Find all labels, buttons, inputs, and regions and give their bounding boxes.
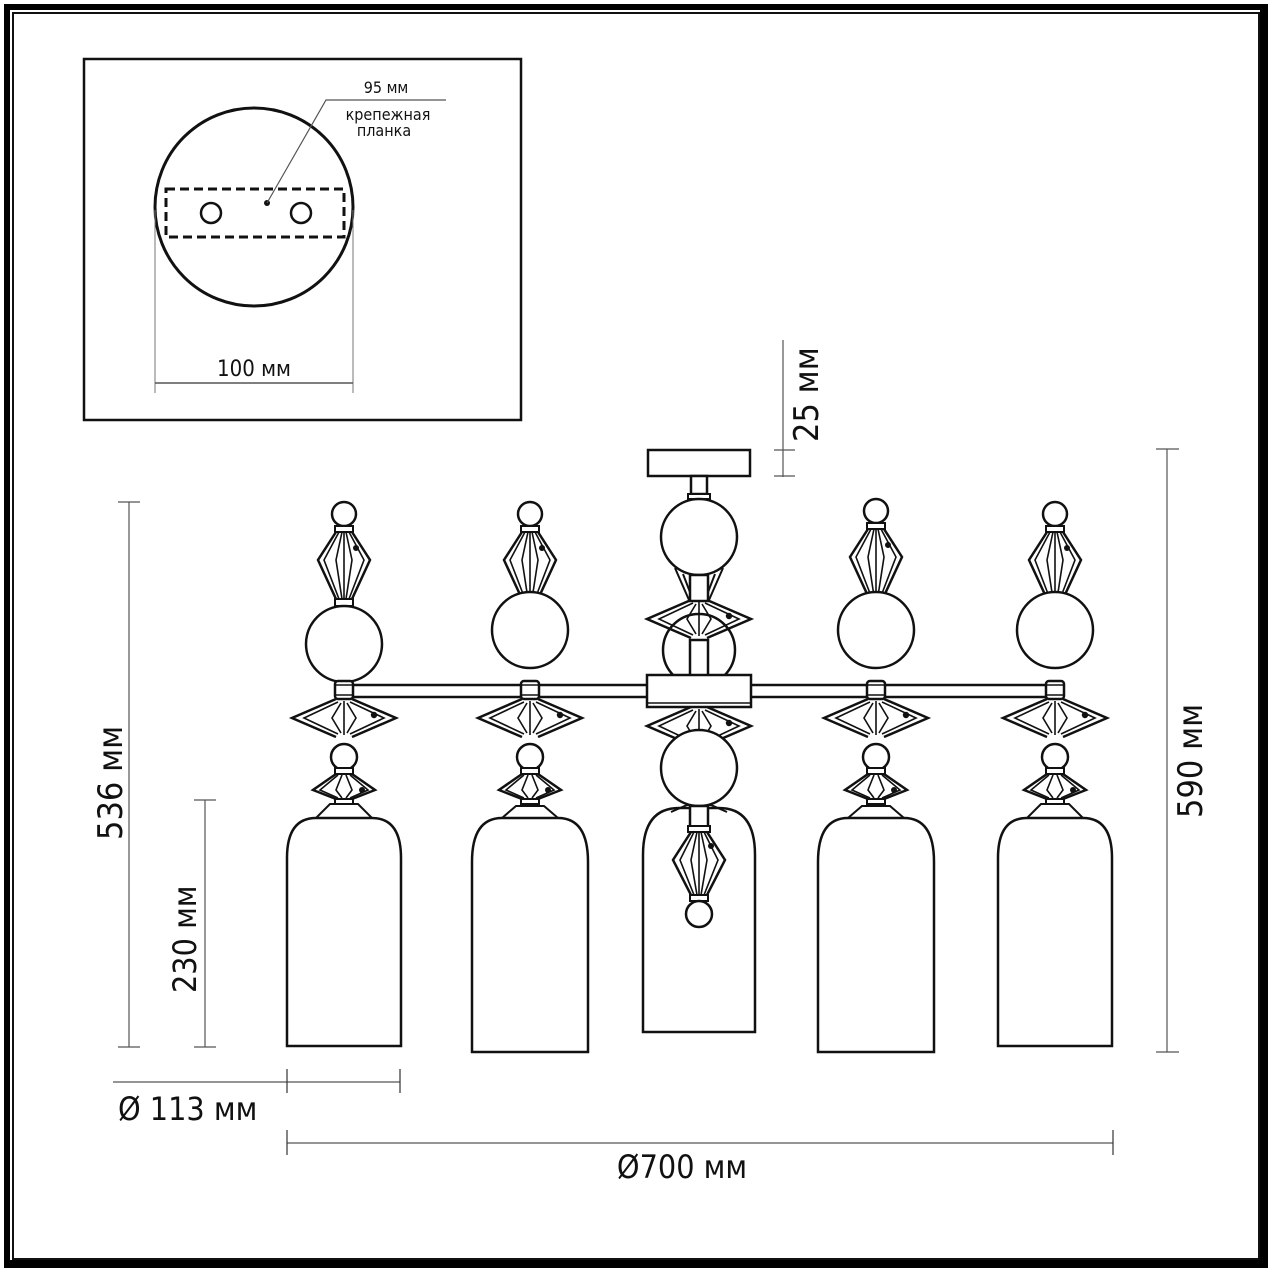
mounting-plate-inset: 95 мм крепежная планка 100 мм [82, 57, 523, 422]
bracket-name-line2: планка [357, 121, 411, 140]
overall-height-label: 590 мм [1171, 704, 1211, 818]
canopy-height-label: 25 мм [787, 347, 827, 442]
lamp-4 [816, 497, 936, 1054]
canopy-diameter-label: 100 мм [217, 357, 291, 382]
lamp-2 [470, 500, 590, 1054]
mounting-bracket [164, 187, 346, 239]
chandelier-drawing [285, 448, 1114, 1054]
lamp-1 [285, 500, 403, 1048]
outer-frame [4, 4, 1268, 1268]
lamp-3-center [641, 474, 757, 1034]
glass-shade [816, 816, 936, 1054]
ceiling-canopy [646, 448, 752, 478]
canopy-circle [153, 106, 355, 308]
lamp-5 [996, 500, 1114, 1048]
bracket-length-label: 95 мм [364, 78, 409, 97]
glass-shade [996, 816, 1114, 1048]
inset-border [82, 57, 523, 422]
center-hub [645, 673, 753, 709]
inner-frame [12, 12, 1260, 1260]
screw-hole-left [199, 201, 223, 225]
overall-diameter-label: Ø700 мм [617, 1148, 747, 1186]
dimension-annotations: 25 мм 590 мм 536 мм 230 мм Ø 113 мм Ø700… [91, 340, 1211, 1186]
glass-shade [285, 816, 403, 1048]
screw-hole-right [289, 201, 313, 225]
leader-line [266, 99, 446, 204]
bracket-name-line1: крепежная [346, 105, 431, 124]
lamp-height-label: 536 мм [91, 726, 131, 840]
shade-diameter-label: Ø 113 мм [118, 1090, 257, 1128]
glass-shade [470, 816, 590, 1054]
shade-height-label: 230 мм [166, 885, 204, 993]
